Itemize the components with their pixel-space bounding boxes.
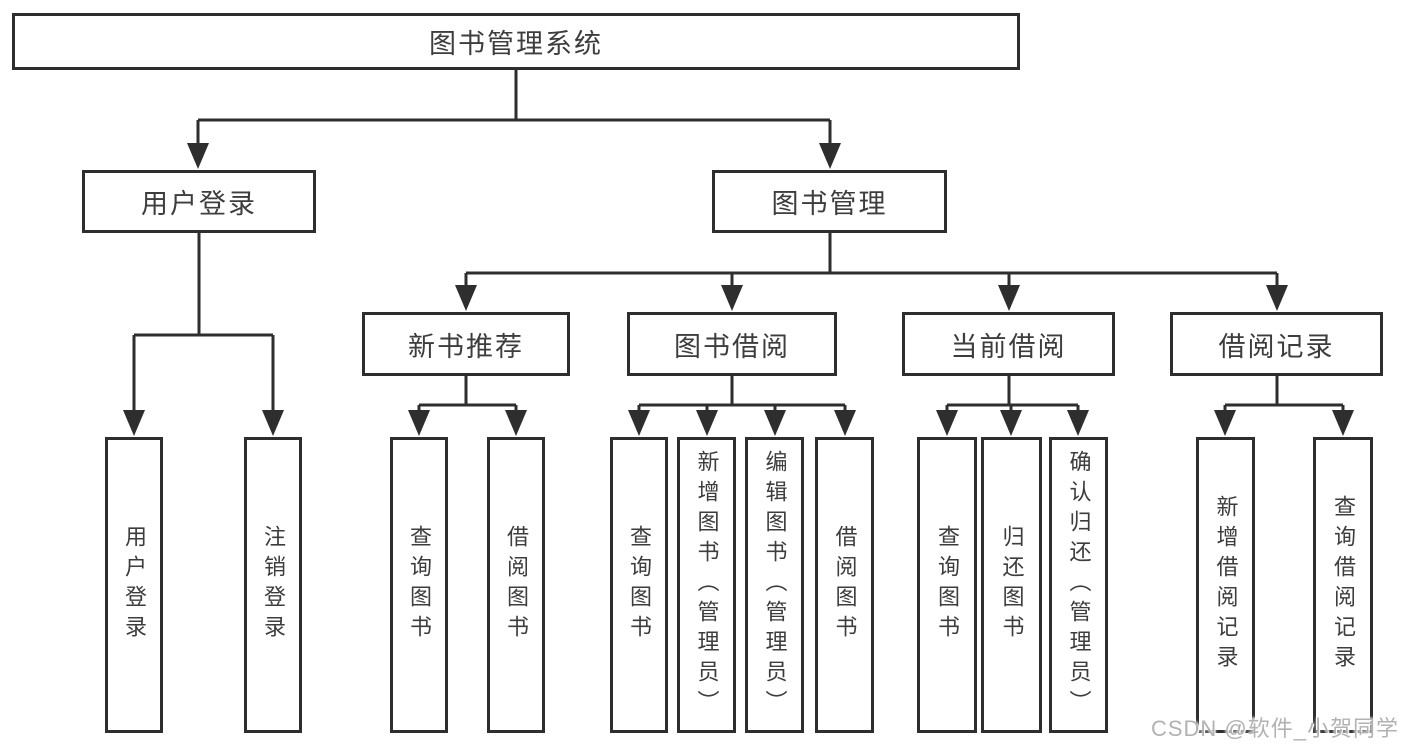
leaf-add-borrow-record: 新增借阅记录 (1196, 437, 1255, 733)
node-book-borrowing-label: 图书借阅 (674, 331, 790, 362)
leaf-borrow-books-borrow-label: 借阅图书 (832, 525, 858, 645)
node-root-label: 图书管理系统 (429, 29, 603, 59)
leaf-query-books-current-label: 查询图书 (935, 525, 960, 645)
leaf-user-login: 用户登录 (105, 437, 163, 733)
node-user-login: 用户登录 (82, 170, 316, 233)
node-new-book-recommendation-label: 新书推荐 (408, 331, 524, 362)
node-borrowing-records: 借阅记录 (1170, 312, 1383, 376)
leaf-add-borrow-record-label: 新增借阅记录 (1213, 495, 1239, 675)
node-book-management: 图书管理 (712, 170, 947, 233)
leaf-add-books-admin: 新增图书（管理员） (677, 437, 736, 733)
leaf-return-books-label: 归还图书 (999, 525, 1025, 645)
node-new-book-recommendation: 新书推荐 (362, 312, 570, 376)
node-current-borrowing-label: 当前借阅 (950, 331, 1067, 362)
leaf-logout-label: 注销登录 (261, 525, 286, 645)
leaf-edit-books-admin-label: 编辑图书（管理员） (762, 450, 788, 720)
leaf-add-books-admin-label: 新增图书（管理员） (694, 450, 720, 720)
node-borrowing-records-label: 借阅记录 (1218, 331, 1335, 362)
leaf-confirm-return-admin-label: 确认归还（管理员） (1066, 450, 1092, 720)
leaf-borrow-books-recommend: 借阅图书 (487, 437, 545, 733)
leaf-borrow-books-recommend-label: 借阅图书 (504, 525, 529, 645)
leaf-query-books-recommend-label: 查询图书 (407, 525, 432, 645)
leaf-borrow-books-borrow: 借阅图书 (815, 437, 874, 733)
leaf-confirm-return-admin: 确认归还（管理员） (1049, 437, 1108, 733)
node-book-management-label: 图书管理 (771, 189, 888, 219)
leaf-query-borrow-record-label: 查询借阅记录 (1331, 495, 1356, 675)
node-user-login-label: 用户登录 (141, 189, 257, 219)
leaf-query-books-borrow-label: 查询图书 (627, 525, 652, 645)
leaf-logout: 注销登录 (244, 437, 302, 733)
leaf-edit-books-admin: 编辑图书（管理员） (745, 437, 804, 733)
leaf-query-borrow-record: 查询借阅记录 (1313, 437, 1373, 733)
node-current-borrowing: 当前借阅 (902, 312, 1115, 376)
connector-lines (132, 70, 1345, 414)
leaf-return-books: 归还图书 (981, 437, 1042, 733)
leaf-user-login-label: 用户登录 (122, 525, 147, 645)
node-root-system: 图书管理系统 (12, 13, 1020, 70)
leaf-query-books-recommend: 查询图书 (390, 437, 448, 733)
leaf-query-books-current: 查询图书 (917, 437, 977, 733)
watermark: CSDN @软件_小贺同学 (1150, 716, 1399, 741)
arrowhead-icons (123, 143, 1354, 436)
node-book-borrowing: 图书借阅 (627, 312, 837, 376)
leaf-query-books-borrow: 查询图书 (610, 437, 668, 733)
